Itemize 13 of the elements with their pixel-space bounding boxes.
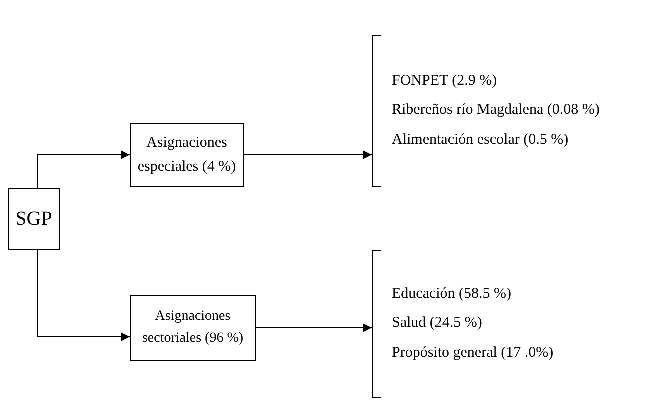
list-item: Propósito general (17 .0%) [392, 344, 555, 363]
list-item: Educación (58.5 %) [392, 285, 513, 304]
process-box: Asignaciones especiales (4 %) [130, 123, 244, 187]
list-item: Alimentación escolar (0.5 %) [392, 130, 570, 150]
root-box: SGP [8, 188, 60, 250]
list-item: FONPET (2.9 %) [392, 72, 498, 92]
arrow [38, 150, 130, 188]
arrow [244, 150, 372, 160]
arrow [256, 324, 372, 332]
arrow [38, 250, 130, 342]
list-item: Salud (24.5 %) [392, 314, 484, 334]
process-box: Asignaciones sectoriales (96 %) [130, 295, 256, 361]
list-item: Ribereños río Magdalena (0.08 %) [392, 101, 601, 120]
